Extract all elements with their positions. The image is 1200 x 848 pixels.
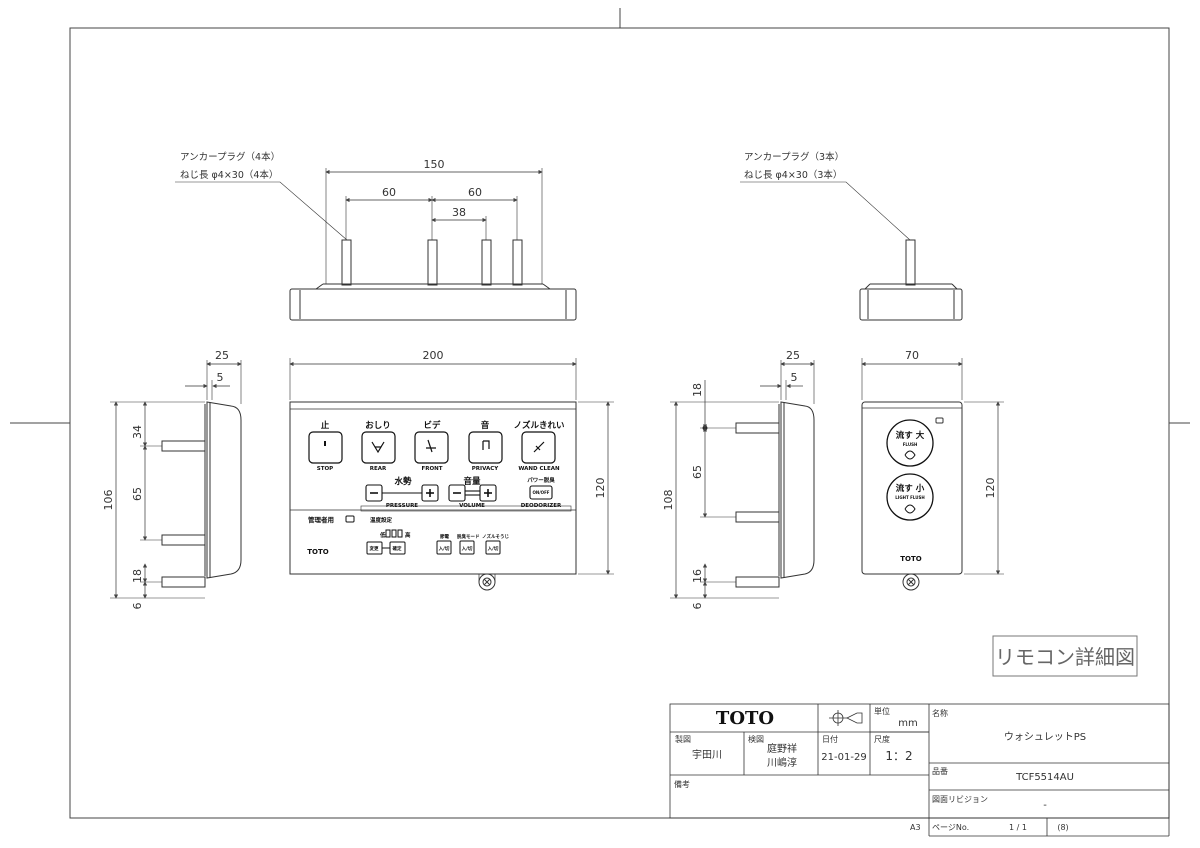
label-stop-jp: 止 xyxy=(321,420,330,431)
label-nozzle-clean: ノズルそうじ xyxy=(482,533,509,540)
label-pressure-jp: 水勢 xyxy=(393,476,412,487)
dim-120-left: 120 xyxy=(594,478,607,499)
label-deodorizer-en: DEODORIZER xyxy=(521,503,562,509)
screw-callout-3pcs: ねじ長 φ4×30（3本） xyxy=(744,169,842,181)
label-privacy-en: PRIVACY xyxy=(472,466,499,472)
brand-logo-left: TOTO xyxy=(307,548,329,556)
scale-label: 尺度 xyxy=(874,734,890,744)
unit-value: mm xyxy=(898,718,917,729)
page-value: 1 / 1 xyxy=(1009,823,1027,832)
page-label: ページNo. xyxy=(932,823,969,832)
label-wand-en: WAND CLEAN xyxy=(518,466,560,472)
name-label: 名称 xyxy=(932,708,948,718)
dim-18-left: 18 xyxy=(131,569,144,583)
dim-60-left: 60 xyxy=(382,186,396,199)
label-rear-jp: おしり xyxy=(365,421,391,431)
label-flush-small: 流す 小 xyxy=(896,483,925,494)
anchor-callout-4pcs: アンカープラグ（4本） xyxy=(180,151,280,163)
front-view-right-remote xyxy=(861,358,1004,591)
dim-65-left: 65 xyxy=(131,487,144,501)
part-label: 品番 xyxy=(932,766,948,776)
unit-label: 単位 xyxy=(874,706,890,716)
dim-108: 108 xyxy=(662,490,675,511)
part-value: TCF5514AU xyxy=(1015,772,1074,783)
page-note: (8) xyxy=(1057,823,1068,832)
dim-150: 150 xyxy=(424,158,445,171)
drawing-title-box xyxy=(992,635,1138,677)
label-low: 低 xyxy=(379,531,386,539)
name-value: ウォシュレットPS xyxy=(1004,731,1086,743)
brand-logo-right: TOTO xyxy=(900,555,922,563)
dim-25-right: 25 xyxy=(786,349,800,362)
top-view-left-remote xyxy=(175,168,577,321)
screw-callout-4pcs: ねじ長 φ4×30（4本） xyxy=(180,169,278,181)
dim-106: 106 xyxy=(102,490,115,511)
drawn-value: 宇田川 xyxy=(692,748,722,761)
checked-label: 検図 xyxy=(748,734,764,744)
label-onoff-1: 入/切 xyxy=(438,545,450,552)
date-label: 日付 xyxy=(822,734,838,744)
dim-70: 70 xyxy=(905,349,919,362)
scale-value: 1：2 xyxy=(885,749,912,763)
checked-value-2: 川嶋淳 xyxy=(767,756,797,769)
label-onoff-2: 入/切 xyxy=(461,545,473,552)
label-power-save: 節電 xyxy=(440,533,449,540)
dim-38: 38 xyxy=(452,206,466,219)
dim-6-right: 6 xyxy=(691,603,704,610)
dim-65-right: 65 xyxy=(691,465,704,479)
label-volume-jp: 音量 xyxy=(463,476,481,487)
label-pressure-en: PRESSURE xyxy=(386,503,418,509)
label-deodorizer-jp: パワー脱臭 xyxy=(527,476,555,484)
dim-5-right: 5 xyxy=(791,371,798,384)
label-onoff-3: 入/切 xyxy=(487,545,499,552)
label-flush-small-en: LIGHT FLUSH xyxy=(895,495,924,500)
title-block xyxy=(669,703,1170,837)
revision-label: 図面リビジョン xyxy=(932,795,988,804)
label-confirm: 確定 xyxy=(393,545,402,552)
remarks-label: 備考 xyxy=(674,779,690,789)
front-view-left-remote xyxy=(289,358,614,591)
dim-6-left: 6 xyxy=(131,603,144,610)
remote-admin-buttons xyxy=(345,515,501,555)
label-deodorize-mode: 脱臭モード xyxy=(456,533,480,540)
drawn-label: 製図 xyxy=(675,734,691,744)
side-view-right-remote xyxy=(670,360,815,599)
dim-5-left: 5 xyxy=(217,371,224,384)
label-volume-en: VOLUME xyxy=(459,503,485,509)
label-wand-jp: ノズルきれい xyxy=(513,420,564,431)
dim-34: 34 xyxy=(131,425,144,439)
label-flush-big: 流す 大 xyxy=(896,430,925,441)
side-view-left-remote xyxy=(110,360,242,599)
label-front-en: FRONT xyxy=(421,466,442,472)
dim-60-right: 60 xyxy=(468,186,482,199)
label-temp-setting: 温度設定 xyxy=(370,516,393,524)
label-stop-en: STOP xyxy=(317,466,333,472)
label-flush-big-en: FLUSH xyxy=(903,442,918,447)
dim-200: 200 xyxy=(423,349,444,362)
label-change: 変更 xyxy=(370,545,379,552)
sheet-size: A3 xyxy=(910,823,921,832)
checked-value-1: 庭野祥 xyxy=(767,742,797,755)
label-admin: 管理者用 xyxy=(308,515,334,524)
dim-18-right-top: 18 xyxy=(691,383,704,397)
dim-16-right: 16 xyxy=(691,569,704,583)
company-logo: TOTO xyxy=(716,708,774,729)
dim-25-left: 25 xyxy=(215,349,229,362)
label-front-jp: ビデ xyxy=(423,420,441,431)
remote-main-buttons xyxy=(308,431,556,464)
dim-120-right: 120 xyxy=(984,478,997,499)
sheet-border xyxy=(10,8,1190,819)
date-value: 21-01-29 xyxy=(821,752,866,763)
top-view-right-remote xyxy=(740,181,963,321)
label-privacy-jp: 音 xyxy=(481,420,490,431)
label-deodorizer-onoff: ON/OFF xyxy=(532,490,549,495)
drawing-title: リモコン詳細図 xyxy=(995,645,1135,669)
revision-value: - xyxy=(1043,800,1047,811)
anchor-callout-3pcs: アンカープラグ（3本） xyxy=(744,151,844,163)
label-high: 高 xyxy=(405,531,411,539)
label-rear-en: REAR xyxy=(370,466,387,472)
remote-small-buttons xyxy=(365,484,553,502)
